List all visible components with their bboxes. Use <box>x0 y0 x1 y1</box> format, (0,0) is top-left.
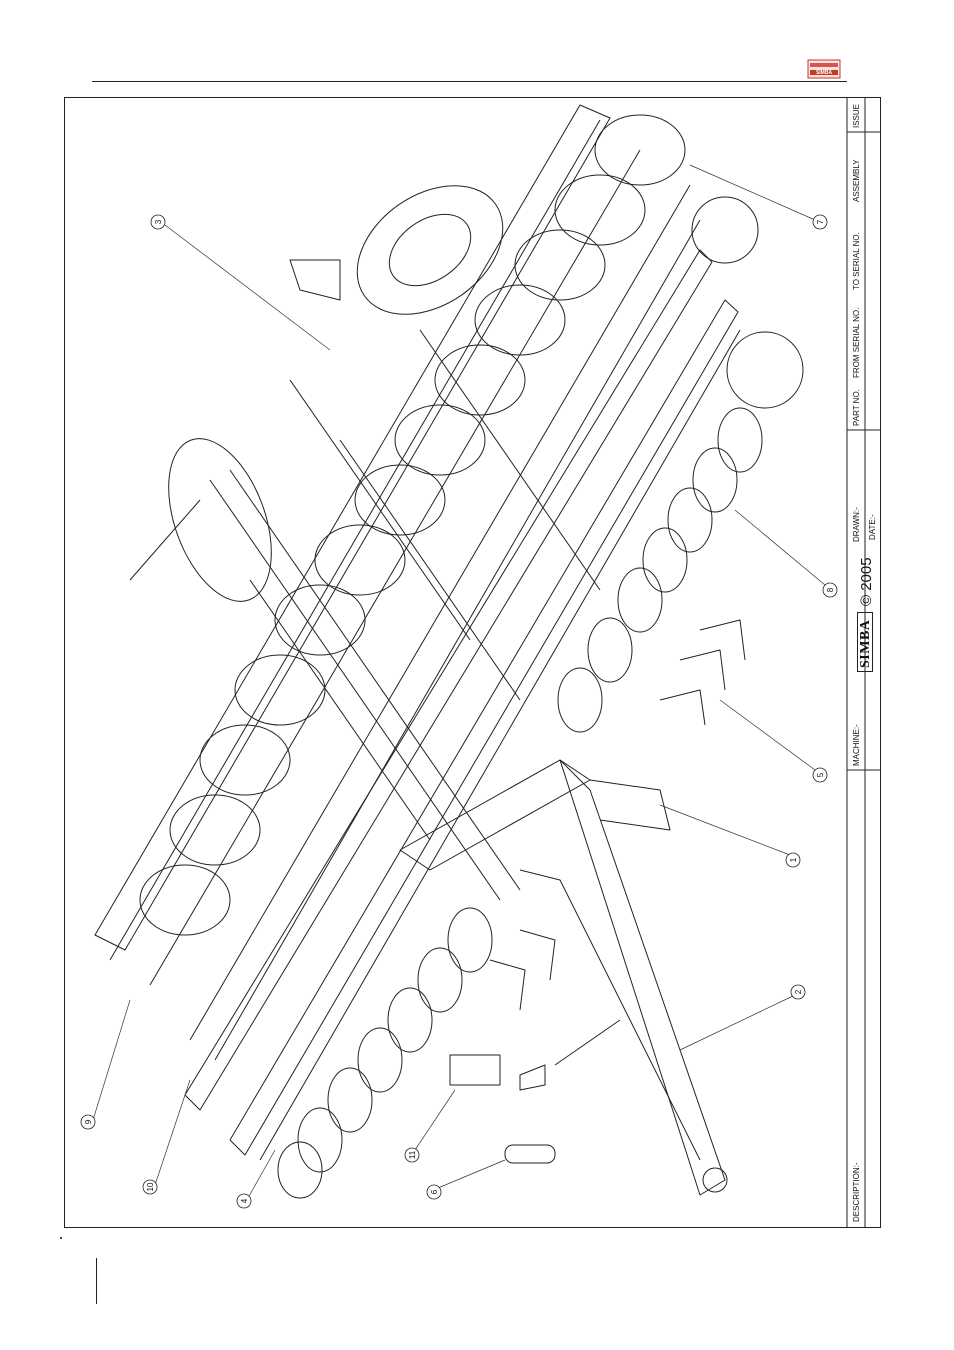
balloon-8-label: 8 <box>826 587 835 592</box>
part-no-label: PART NO. <box>852 389 861 426</box>
balloon-3-label: 3 <box>154 219 163 224</box>
machine-label: MACHINE:- <box>852 724 861 766</box>
simba-mark: SIMBA <box>858 620 874 668</box>
description-label: DESCRIPTION:- <box>852 1162 861 1222</box>
from-serial-label: FROM SERIAL NO. <box>852 308 861 378</box>
balloon-2-label: 2 <box>794 989 803 994</box>
margin-dot <box>60 1237 62 1239</box>
balloon-5-label: 5 <box>816 772 825 777</box>
date-label: DATE:- <box>868 514 877 540</box>
balloon-11-label: 11 <box>408 1150 417 1159</box>
balloon-6-label: 6 <box>430 1189 439 1194</box>
balloon-7-label: 7 <box>816 219 825 224</box>
copyright-text: © 2005 <box>858 557 875 606</box>
balloon-1-label: 1 <box>789 857 798 862</box>
balloon-9-label: 9 <box>84 1119 93 1124</box>
balloon-4-label: 4 <box>240 1198 249 1203</box>
assembly-label: ASSEMBLY <box>852 159 861 202</box>
drawn-label: DRAWN:- <box>852 507 861 542</box>
bottom-rule <box>96 1258 97 1304</box>
balloon-10-label: 10 <box>146 1182 155 1191</box>
issue-label: ISSUE <box>852 104 861 128</box>
to-serial-label: TO SERIAL NO. <box>852 232 861 290</box>
